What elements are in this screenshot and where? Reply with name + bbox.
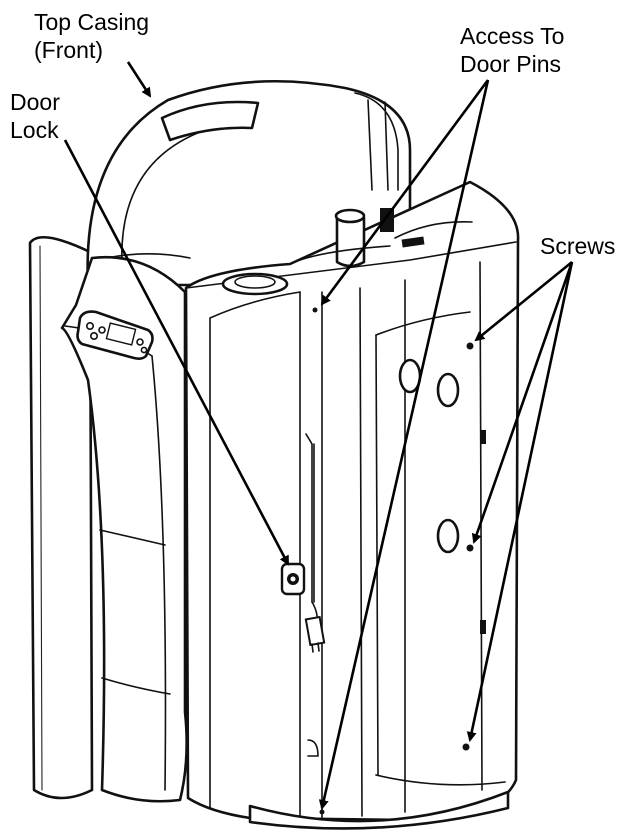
callout-arrows bbox=[63, 61, 574, 810]
label-door-pins-line1: Access To bbox=[460, 23, 565, 49]
label-screws-text: Screws bbox=[540, 233, 616, 259]
door-pin-top bbox=[312, 307, 318, 313]
label-door-lock-line2: Lock bbox=[10, 117, 59, 143]
arrow-screw-middle bbox=[471, 261, 574, 544]
label-door-pins: Access To Door Pins bbox=[460, 22, 564, 78]
screw-middle bbox=[466, 544, 474, 552]
control-panel bbox=[76, 310, 154, 360]
label-top-casing-line1: Top Casing bbox=[34, 9, 150, 35]
cabinet-top bbox=[221, 208, 473, 296]
arrow-door-pin-bottom bbox=[318, 79, 490, 810]
label-door-lock-line1: Door bbox=[10, 89, 60, 115]
screw-top bbox=[466, 342, 474, 350]
door-hardware bbox=[280, 433, 326, 757]
arrow-door-pin-top bbox=[320, 79, 490, 306]
arrow-top-casing bbox=[126, 61, 152, 98]
label-screws: Screws bbox=[540, 232, 615, 260]
screw-bottom bbox=[462, 743, 470, 751]
door-pin-bottom bbox=[319, 809, 325, 815]
base bbox=[248, 790, 510, 830]
arrow-door-lock bbox=[63, 139, 290, 566]
top-casing-front bbox=[86, 79, 412, 287]
left-side-panel bbox=[28, 236, 94, 800]
label-door-pins-line2: Door Pins bbox=[460, 51, 561, 77]
label-top-casing: Top Casing (Front) bbox=[34, 8, 149, 64]
arrow-screw-bottom bbox=[466, 261, 574, 742]
label-door-lock: Door Lock bbox=[10, 88, 60, 144]
side-openings bbox=[312, 307, 486, 815]
arrow-screw-top bbox=[474, 260, 573, 342]
label-top-casing-line2: (Front) bbox=[34, 37, 103, 63]
main-cabinet bbox=[184, 180, 520, 822]
